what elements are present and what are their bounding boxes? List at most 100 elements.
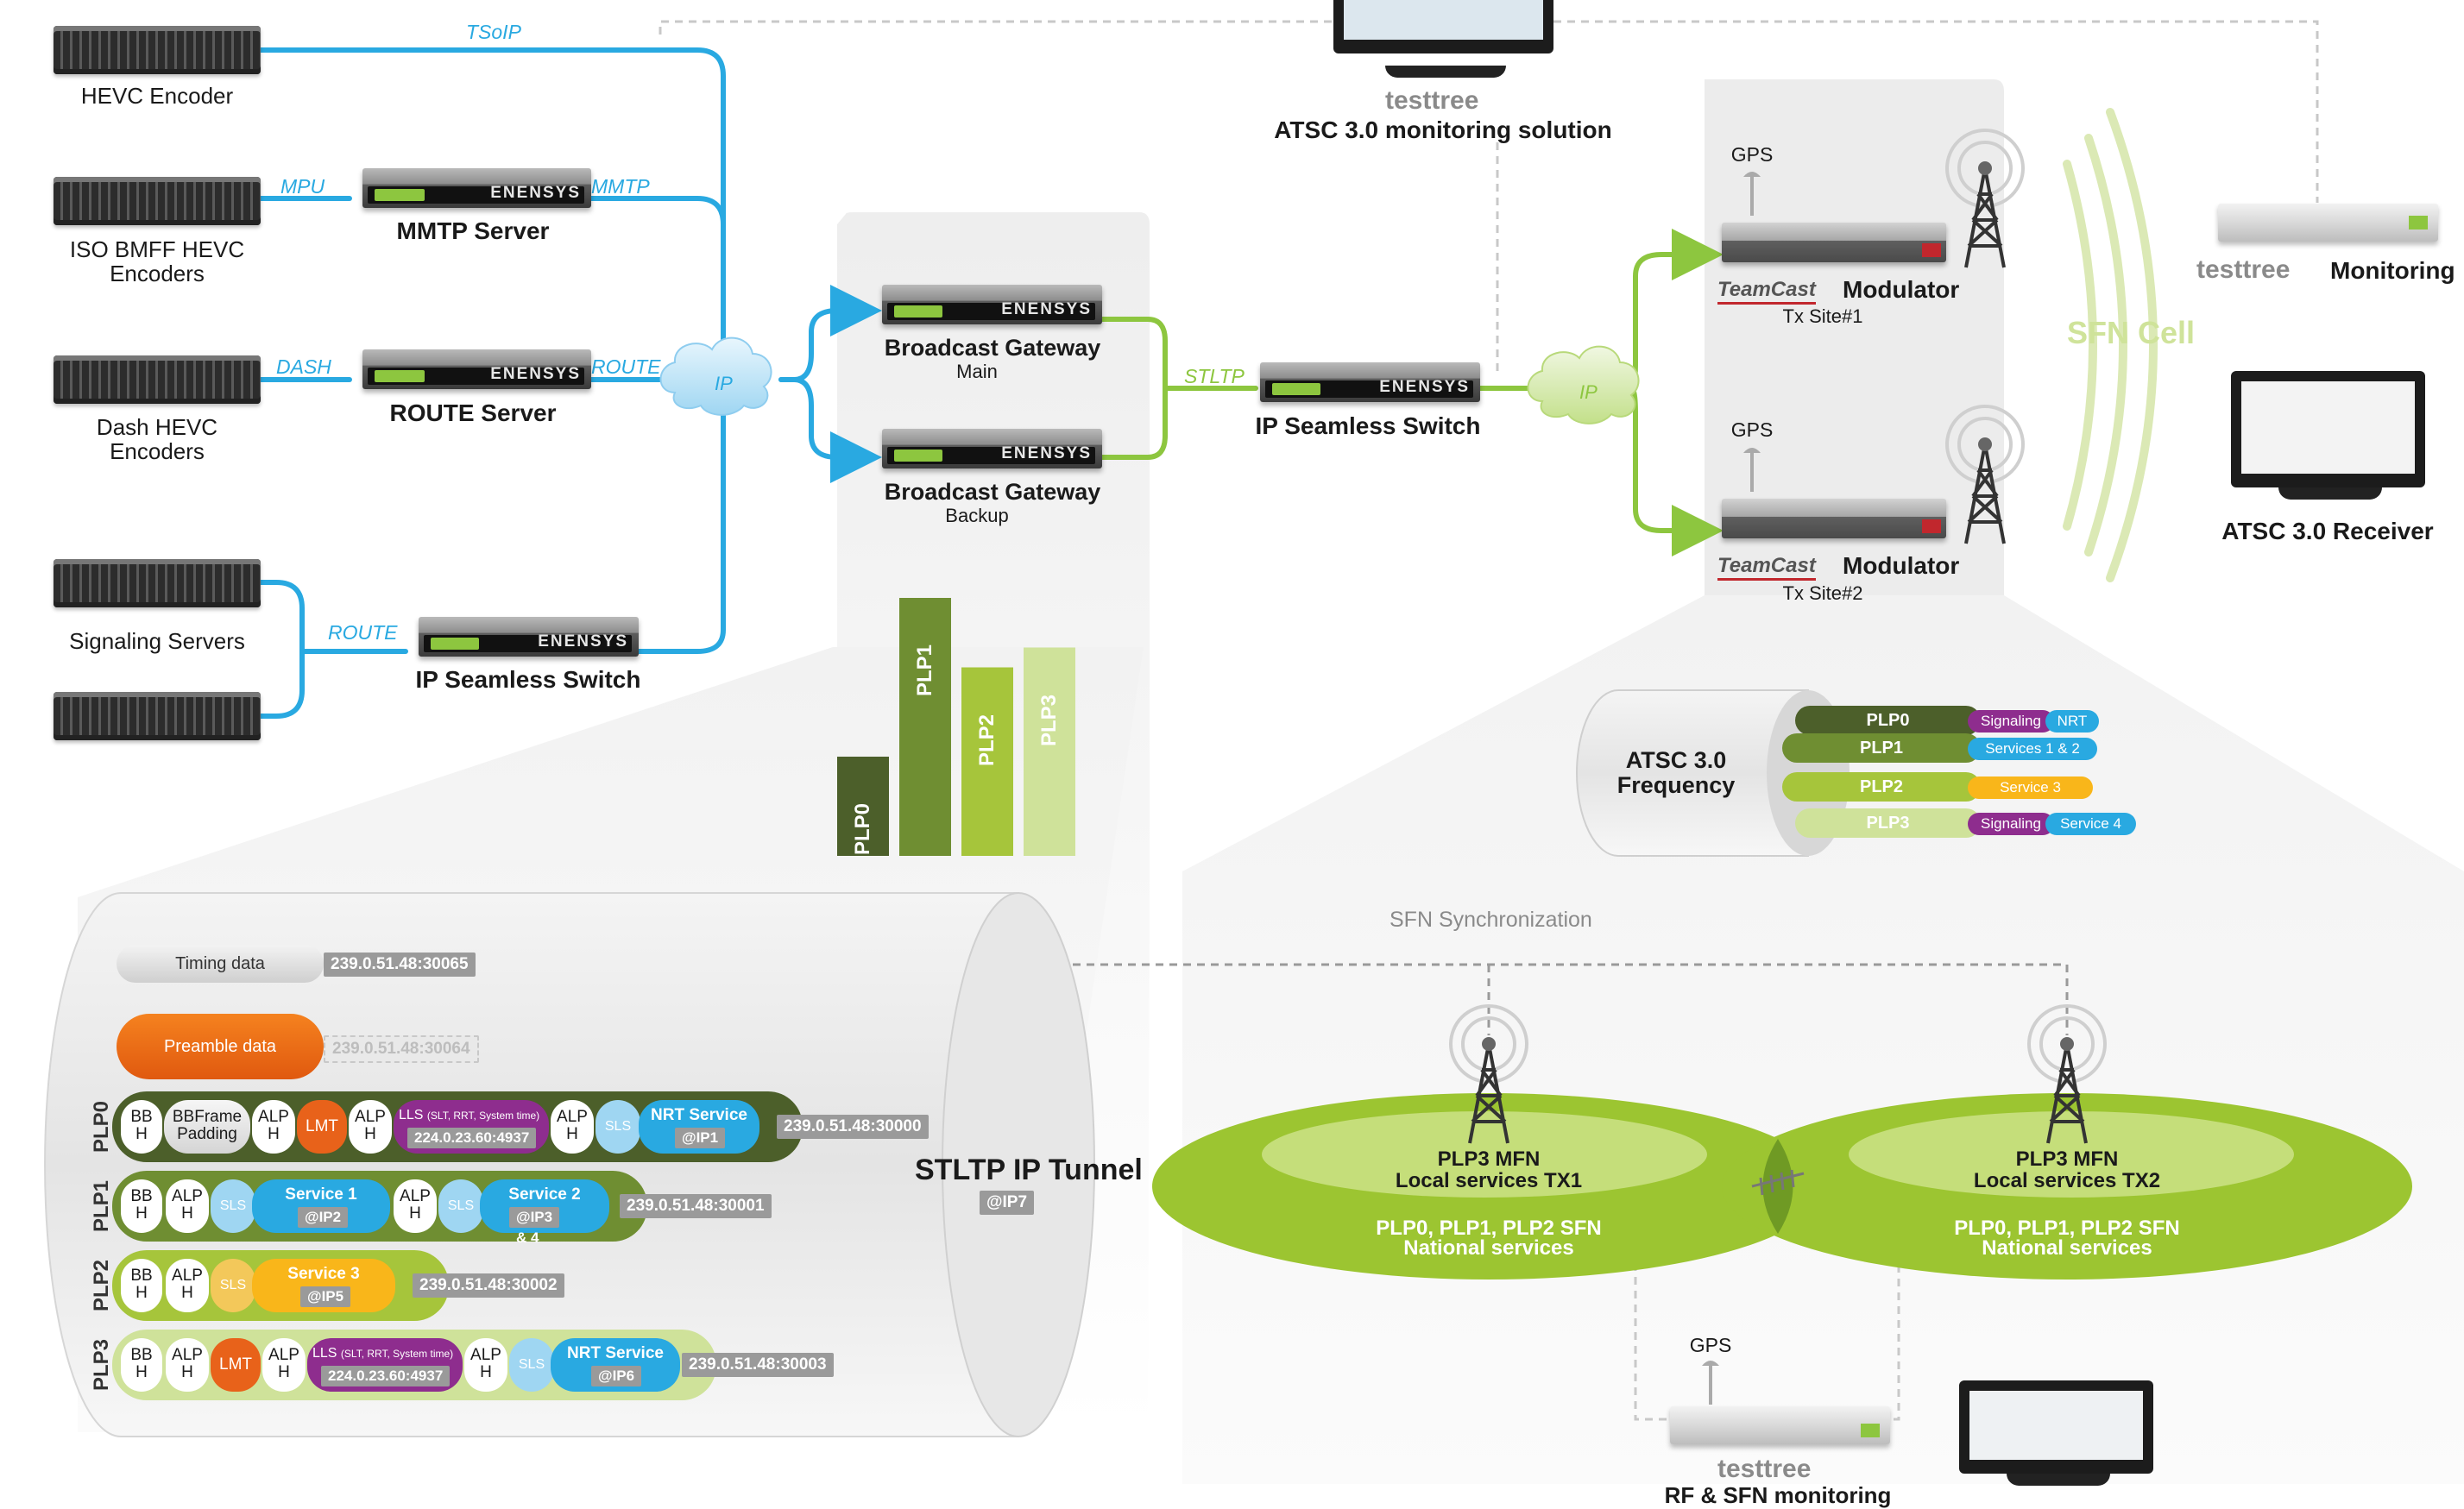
plp-bar-label-3: PLP3 xyxy=(1037,694,1061,746)
gps-antenna-3 xyxy=(1702,1361,1719,1405)
rf-monitor-screen xyxy=(1959,1380,2153,1474)
plp-bar-label-0: PLP0 xyxy=(851,802,874,855)
plp1-row-label: PLP1 xyxy=(90,1179,114,1233)
plp2-bb-h: H xyxy=(135,1284,148,1302)
timing-data-pill: Timing data xyxy=(117,945,324,983)
ip-switch-1-label: IP Seamless Switch xyxy=(415,666,641,693)
plp3-row-label: PLP3 xyxy=(90,1338,114,1392)
bg-backup-label: Broadcast Gateway xyxy=(884,479,1101,505)
plp3-alp-1-h: H xyxy=(181,1363,193,1381)
plp1-ip34: @IP3 & 4 xyxy=(509,1207,560,1246)
plp1-service1: Service 1 xyxy=(285,1185,357,1204)
testtree-monitoring-brand: testtree xyxy=(2196,255,2291,284)
proto-mpu: MPU xyxy=(280,175,325,198)
plp-bar-label-2: PLP2 xyxy=(975,714,999,766)
plp0-bb-h: H xyxy=(135,1125,148,1143)
plp1-bb: BB xyxy=(130,1187,153,1205)
ip-switch-2-label: IP Seamless Switch xyxy=(1255,412,1481,439)
route-server-unit: ENENSYS xyxy=(362,349,591,389)
plp0-lls-addr: 224.0.23.60:4937 xyxy=(407,1128,537,1148)
gps-antenna-2 xyxy=(1743,448,1761,492)
freq-plp2: PLP2 xyxy=(1782,772,1981,802)
hevc-encoder-rack xyxy=(54,26,261,74)
sfn-right-1: PLP3 MFN xyxy=(2015,1147,2119,1171)
plp3-addr: 239.0.51.48:30003 xyxy=(682,1353,834,1377)
plp2-addr: 239.0.51.48:30002 xyxy=(413,1273,564,1298)
rf-monitor-stand xyxy=(2007,1474,2110,1486)
signaling-rack-1 xyxy=(54,559,261,607)
freq-plp1: PLP1 xyxy=(1782,733,1981,763)
plp0-bbframe: BBFrame xyxy=(172,1108,243,1126)
top-monitor xyxy=(1333,0,1553,53)
sfn-wave-2 xyxy=(2084,134,2127,556)
ip-switch-2-unit: ENENSYS xyxy=(1260,362,1480,402)
tower-group xyxy=(1449,129,2107,1144)
plp3-sls: SLS xyxy=(518,1357,545,1372)
iso-bmff-rack xyxy=(54,177,261,225)
plp0-padding: Padding xyxy=(177,1125,237,1143)
teamcast-logo-1: TeamCast xyxy=(1717,278,1816,305)
plp3-alp-2: ALP xyxy=(268,1346,299,1364)
proto-dash: DASH xyxy=(276,355,331,378)
plp3-alp-3: ALP xyxy=(470,1346,501,1364)
sfn-left-1: PLP3 MFN xyxy=(1437,1147,1541,1171)
tower-left xyxy=(1449,1004,1528,1144)
timing-data-addr: 239.0.51.48:30065 xyxy=(324,953,476,977)
link-sig xyxy=(256,580,408,719)
plp-bars xyxy=(837,598,1075,856)
plp1-ip2: @IP2 xyxy=(298,1207,349,1228)
plp0-bb: BB xyxy=(130,1108,153,1126)
freq-plp3: PLP3 xyxy=(1795,808,1981,838)
modulator-2-label: Modulator xyxy=(1843,552,1960,579)
plp-bar-0 xyxy=(837,757,889,856)
dash-label-2: Encoders xyxy=(110,438,205,464)
plp1-alp-2: ALP xyxy=(400,1187,431,1205)
plp1-service2: Service 2 xyxy=(508,1185,581,1204)
sfn-cell-label: SFN Cell xyxy=(2067,315,2196,350)
plp0-nrt-service: NRT Service xyxy=(651,1106,747,1124)
plp2-bb: BB xyxy=(130,1267,153,1285)
tower-right xyxy=(2027,1004,2107,1144)
ip-switch-1-unit: ENENSYS xyxy=(419,617,639,657)
plp0-ip1: @IP1 xyxy=(675,1128,726,1148)
frequency-title-1: ATSC 3.0 xyxy=(1625,747,1727,773)
ip-cloud-2 xyxy=(1527,345,1640,424)
plp0-lmt: LMT xyxy=(306,1117,338,1135)
plp1-alp-2-h: H xyxy=(409,1204,421,1223)
plp1-alp-1: ALP xyxy=(172,1187,203,1205)
bg-backup-unit: ENENSYS xyxy=(882,429,1102,468)
testtree-monitoring-unit xyxy=(2218,204,2438,242)
dash-label-1: Dash HEVC xyxy=(96,414,218,440)
link-to-mod1 xyxy=(1620,229,1724,391)
plp3-bb: BB xyxy=(130,1346,153,1364)
top-monitor-stand xyxy=(1385,66,1506,78)
testtree-monitoring-label: Monitoring xyxy=(2330,257,2455,284)
sfn-right-4: National services xyxy=(1982,1236,2152,1260)
sfn-wave-3 xyxy=(2106,108,2158,582)
plp1-alp-1-h: H xyxy=(181,1204,193,1223)
plp3-ip6: @IP6 xyxy=(591,1366,642,1386)
ip-cloud-1 xyxy=(659,336,772,416)
link-to-bg-backup xyxy=(778,377,882,483)
tunnel-title: STLTP IP Tunnel xyxy=(915,1154,1143,1186)
plp0-alp-2: ALP xyxy=(355,1108,386,1126)
top-monitoring-label: ATSC 3.0 monitoring solution xyxy=(1274,116,1612,143)
modulator-2-unit xyxy=(1722,499,1946,538)
yagi-antenna xyxy=(1751,1169,1805,1196)
link-mmtp xyxy=(589,196,726,227)
proto-route: ROUTE xyxy=(591,355,661,378)
plp-bar-2 xyxy=(961,667,1013,856)
proto-route-2: ROUTE xyxy=(328,621,398,644)
sfn-right-3: PLP0, PLP1, PLP2 SFN xyxy=(1954,1217,2180,1240)
sfn-left-3: PLP0, PLP1, PLP2 SFN xyxy=(1376,1217,1602,1240)
plp3-alp-1: ALP xyxy=(172,1346,203,1364)
rf-monitor-unit xyxy=(1670,1406,1890,1444)
modulator-1-label: Modulator xyxy=(1843,276,1960,303)
tower-tx2 xyxy=(1945,405,2025,544)
plp2-service3: Service 3 xyxy=(287,1265,360,1283)
bg-main-sub: Main xyxy=(956,361,998,382)
freq-plp2-service3: Service 3 xyxy=(1968,777,2093,799)
monitor-dash-top xyxy=(659,20,2319,203)
plp0-lls: LLS (SLT, RRT, System time) xyxy=(399,1108,540,1122)
plp1-addr: 239.0.51.48:30001 xyxy=(620,1194,772,1218)
